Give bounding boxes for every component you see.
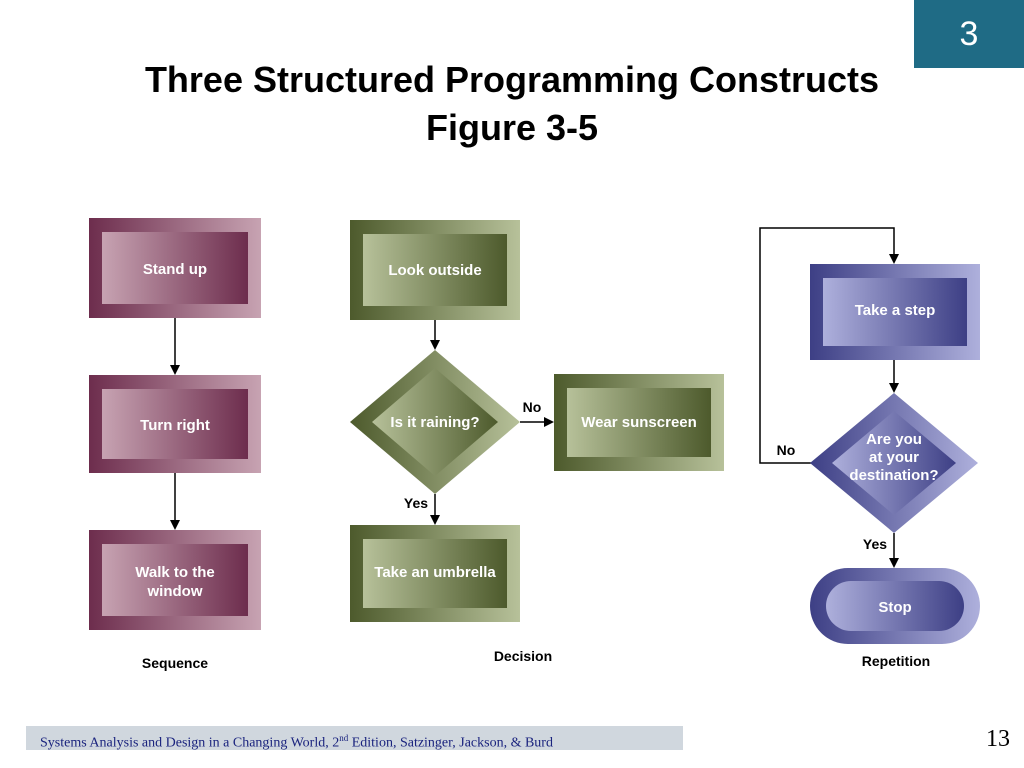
repetition-loop-arrow bbox=[759, 227, 899, 464]
repetition-column: No Take a step Are you at your destinati… bbox=[759, 227, 980, 669]
decision-column: Look outside Is it raining? No Wear suns… bbox=[350, 220, 724, 664]
sequence-step-label: Walk to the bbox=[135, 564, 214, 581]
footer-text-before: Systems Analysis and Design in a Changin… bbox=[40, 735, 340, 751]
decision-yes-label: Yes bbox=[404, 495, 428, 511]
repetition-question-label: destination? bbox=[849, 467, 938, 484]
repetition-end-stop: Stop bbox=[810, 568, 980, 644]
sequence-step-label: Stand up bbox=[143, 261, 207, 278]
repetition-question-label: Are you bbox=[866, 431, 922, 448]
title-line-2: Figure 3-5 bbox=[425, 107, 599, 148]
footer-text-after: Edition, Satzinger, Jackson, & Burd bbox=[348, 735, 553, 751]
chapter-badge: 3 bbox=[914, 0, 1024, 68]
decision-yes-action-label: Take an umbrella bbox=[374, 564, 496, 581]
decision-diamond: Is it raining? bbox=[350, 350, 520, 494]
decision-caption: Decision bbox=[494, 648, 552, 664]
decision-yes-action: Take an umbrella bbox=[350, 525, 520, 622]
footer-superscript: nd bbox=[339, 733, 349, 743]
decision-no-action: Wear sunscreen bbox=[554, 374, 724, 471]
title-line-1: Three Structured Programming Constructs bbox=[144, 59, 880, 100]
decision-no-label: No bbox=[523, 399, 542, 415]
sequence-column: Stand up Turn right Walk to the window S… bbox=[89, 218, 261, 671]
decision-start-look-outside: Look outside bbox=[350, 220, 520, 320]
sequence-step-label: window bbox=[147, 583, 203, 600]
sequence-caption: Sequence bbox=[142, 655, 208, 671]
repetition-caption: Repetition bbox=[862, 653, 930, 669]
repetition-diamond: Are you at your destination? bbox=[810, 393, 978, 533]
decision-question-label: Is it raining? bbox=[390, 414, 479, 431]
decision-no-action-label: Wear sunscreen bbox=[581, 414, 697, 431]
repetition-end-label: Stop bbox=[878, 599, 911, 616]
sequence-step-walk-to-window: Walk to the window bbox=[89, 530, 261, 630]
sequence-step-label: Turn right bbox=[140, 417, 210, 434]
slide-title: Three Structured Programming Constructs … bbox=[0, 56, 1024, 152]
decision-start-label: Look outside bbox=[388, 262, 481, 279]
footer-citation: Systems Analysis and Design in a Changin… bbox=[26, 726, 683, 751]
repetition-action-take-step: Take a step bbox=[810, 264, 980, 360]
repetition-no-label: No bbox=[777, 442, 796, 458]
sequence-step-stand-up: Stand up bbox=[89, 218, 261, 318]
sequence-step-turn-right: Turn right bbox=[89, 375, 261, 473]
repetition-action-label: Take a step bbox=[855, 302, 936, 319]
page-number: 13 bbox=[986, 726, 1010, 752]
repetition-yes-label: Yes bbox=[863, 536, 887, 552]
repetition-question-label: at your bbox=[869, 449, 919, 466]
